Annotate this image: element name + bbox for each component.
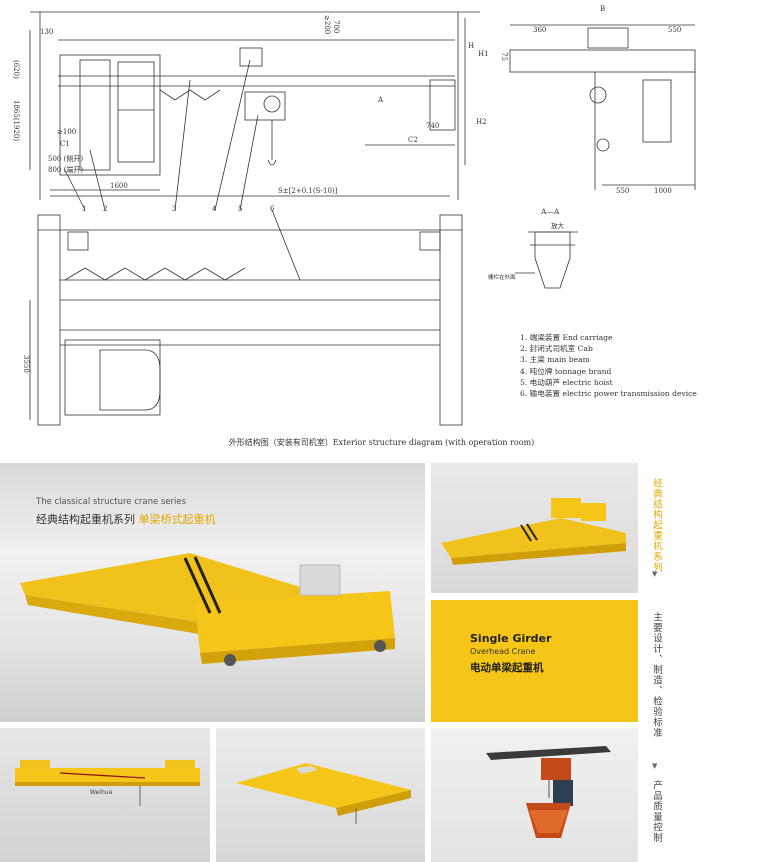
product-title: Single Girder — [470, 632, 552, 645]
dim-550b: 550 — [616, 187, 630, 195]
arrow-down-icon: ▼ — [652, 762, 658, 770]
part-1: 1 — [82, 205, 87, 213]
grab-crane-photo — [431, 728, 638, 862]
grab-crane-illustration — [486, 746, 611, 838]
legend-item: 1. 端梁装置 End carriage — [520, 333, 613, 342]
dim-span: S±[2+0.1(S-10)] — [278, 187, 338, 195]
dim-800: 800 (端开) — [48, 166, 84, 174]
dim-550a: 550 — [668, 26, 682, 34]
part-2: 2 — [103, 205, 108, 213]
series-chinese: 经典结构起重机系列 单梁桥式起重机 — [36, 511, 216, 527]
lifting-beam-photo — [216, 728, 425, 862]
dim-100: ≥100 — [57, 128, 77, 136]
crane-girder-illustration — [20, 553, 395, 666]
single-girder-illustration: Weihua — [15, 760, 200, 806]
dim-c2: C2 — [408, 136, 418, 144]
arrow-down-icon: ▼ — [652, 570, 658, 578]
dim-740: 740 — [426, 122, 440, 130]
legend-item: 6. 输电装置 electric power transmission devi… — [520, 389, 697, 399]
dim-3550: 3550 — [22, 355, 30, 373]
section-sub: 放大 — [551, 222, 564, 230]
part-6: 6 — [270, 205, 275, 213]
dim-1600: 1600 — [110, 182, 128, 190]
legend-item: 4. 吨位牌 tonnage brand — [520, 366, 612, 376]
end-carriage-photo — [431, 463, 638, 593]
product-title-chinese: 电动单梁起重机 — [470, 662, 544, 674]
series-cn-highlight: 单梁桥式起重机 — [138, 513, 216, 526]
logo-text: Weihua — [90, 789, 113, 796]
end-carriage-illustration — [441, 498, 626, 565]
single-girder-photo: Weihua — [0, 728, 210, 862]
dim-700: 700 — [332, 20, 340, 34]
dim-1865: 1865(1920) — [12, 100, 20, 142]
legend-item: 3. 主梁 main beam — [520, 355, 590, 365]
section-title: A—A — [541, 207, 560, 216]
section-side-label: 栅栏在外面 — [488, 275, 516, 281]
dim-360: 360 — [533, 26, 547, 34]
part-4: 4 — [212, 205, 217, 213]
legend-item: 2. 封闭式司机室 Cab — [520, 344, 593, 354]
series-cn-main: 经典结构起重机系列 — [36, 513, 135, 526]
drawing-caption: 外形结构图（安装有司机室）Exterior structure diagram … — [228, 438, 535, 447]
dim-500: 500 (侧开) — [48, 155, 84, 163]
dim-200: ≥200 — [323, 15, 331, 35]
dim-620: (620) — [12, 60, 20, 79]
series-english: The classical structure crane series — [36, 497, 187, 507]
product-subtitle: Overhead Crane — [470, 647, 536, 656]
legend-item: 5. 电动葫芦 electric hoist — [520, 377, 613, 387]
main-crane-photo — [0, 463, 425, 722]
dim-h: H — [468, 42, 475, 50]
technical-drawing: 130 (620) 1865(1920) ≥100 C1 500 (侧开) 80… — [12, 5, 697, 426]
dim-b: B — [600, 5, 606, 13]
part-3: 3 — [172, 205, 177, 213]
parts-legend: 1. 端梁装置 End carriage 2. 封闭式司机室 Cab 3. 主梁… — [520, 332, 697, 399]
dim-c1: C1 — [60, 140, 70, 148]
side-label-series: 经典结构起重机系列 — [651, 478, 662, 573]
mark-a: A — [378, 96, 384, 104]
side-label-quality: 产品质量控制 — [651, 780, 662, 843]
drawing-svg — [29, 11, 696, 426]
dim-h1: H1 — [478, 50, 489, 58]
dim-h2: H2 — [476, 118, 487, 126]
dim-1000: 1000 — [654, 187, 672, 195]
side-label-standards: 主要设计、制造、检验标准 — [651, 612, 662, 738]
dim-75: 75 — [500, 52, 508, 61]
dim-130: 130 — [40, 28, 54, 36]
product-title-panel — [431, 600, 638, 722]
lifting-beam-illustration — [236, 763, 411, 824]
part-5: 5 — [238, 205, 243, 213]
